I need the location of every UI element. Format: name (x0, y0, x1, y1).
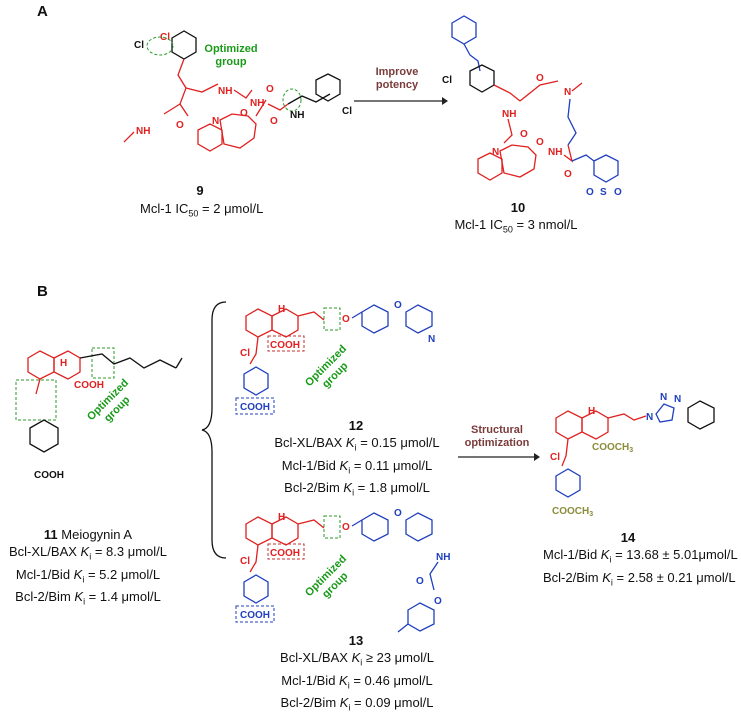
svg-text:N: N (564, 87, 571, 98)
activity-row: Bcl-XL/BAX Ki ≥ 23 μmol/L (280, 650, 434, 668)
svg-text:S: S (600, 187, 607, 198)
svg-text:O: O (536, 73, 544, 84)
improve-potency-arrow (354, 97, 448, 105)
svg-text:N: N (428, 334, 435, 345)
svg-text:COOH: COOH (270, 340, 300, 351)
activity-row: Bcl-2/Bim Ki = 2.58 ± 0.21 μmol/L (543, 569, 736, 588)
svg-text:O: O (270, 116, 278, 127)
compound-12-structure: H COOH O O N Cl COOH (235, 300, 435, 415)
activity-row: Mcl-1/Bid Ki = 13.68 ± 5.01μmol/L (543, 547, 738, 565)
compound-9-structure: Cl Cl O NH NH O N O NH O NH Cl (123, 30, 352, 152)
optimized-group-label-a: Optimized group (204, 43, 258, 68)
svg-text:Cl: Cl (240, 348, 250, 359)
svg-text:NH: NH (290, 110, 304, 121)
svg-text:O: O (520, 129, 528, 140)
activity-row: Bcl-2/Bim Ki = 0.09 μmol/L (280, 695, 434, 713)
compound-10-structure: Cl NH O N O N O NH O S O O (442, 15, 622, 198)
svg-text:O: O (342, 522, 350, 533)
svg-text:N: N (674, 394, 681, 405)
svg-text:NH: NH (436, 552, 450, 563)
svg-text:COOH: COOH (34, 470, 64, 481)
svg-text:O: O (342, 314, 350, 325)
svg-text:COOH: COOH (74, 380, 104, 391)
compound-9-ic50: Mcl-1 IC50 = 2 μmol/L (140, 201, 264, 219)
svg-text:O: O (266, 84, 274, 95)
svg-text:O: O (614, 187, 622, 198)
ester-label: COOCH3 (552, 506, 593, 518)
compound-13-activity: Bcl-XL/BAX Ki ≥ 23 μmol/L Mcl-1/Bid Ki =… (262, 649, 452, 717)
svg-text:O: O (536, 137, 544, 148)
svg-text:Cl: Cl (342, 106, 352, 117)
svg-text:NH: NH (502, 109, 516, 120)
compound-12-activity: Bcl-XL/BAX Ki = 0.15 μmol/L Mcl-1/Bid Ki… (262, 434, 452, 502)
svg-text:Cl: Cl (550, 452, 560, 463)
compound-11-activity: Bcl-XL/BAX Ki = 8.3 μmol/L Mcl-1/Bid Ki … (0, 543, 176, 611)
svg-text:N: N (492, 147, 499, 158)
structural-optimization-arrow (458, 453, 540, 461)
svg-text:N: N (660, 392, 667, 403)
svg-text:O: O (564, 169, 572, 180)
svg-text:COOH: COOH (240, 610, 270, 621)
svg-text:COOH: COOH (240, 402, 270, 413)
activity-row: Bcl-XL/BAX Ki = 8.3 μmol/L (9, 544, 167, 562)
ester-label: COOCH3 (592, 442, 633, 454)
svg-text:O: O (176, 120, 184, 131)
compound-12-number: 12 (348, 418, 364, 433)
svg-text:NH: NH (250, 98, 264, 109)
compound-10-ic50: Mcl-1 IC50 = 3 nmol/L (454, 217, 578, 235)
svg-text:O: O (240, 108, 248, 119)
svg-text:O: O (394, 300, 402, 311)
svg-text:NH: NH (548, 147, 562, 158)
improve-potency-label: Improve potency (375, 66, 419, 91)
svg-text:O: O (394, 508, 402, 519)
activity-row: Bcl-2/Bim Ki = 1.4 μmol/L (15, 589, 161, 607)
compound-14-structure: H COOCH3 N N N Cl COOCH3 (550, 392, 715, 518)
svg-text:O: O (416, 576, 424, 587)
activity-row: Mcl-1/Bid Ki = 5.2 μmol/L (15, 566, 161, 585)
svg-text:N: N (646, 412, 653, 423)
svg-text:O: O (434, 596, 442, 607)
compound-9-number: 9 (196, 183, 204, 198)
activity-row: Bcl-XL/BAX Ki = 0.15 μmol/L (274, 435, 440, 453)
compound-13-structure: H COOH O O NH O O Cl COOH (235, 508, 450, 633)
svg-text:Cl: Cl (442, 75, 452, 86)
compound-14-number: 14 (620, 530, 636, 545)
panel-b-label: B (37, 283, 48, 300)
compound-13-number: 13 (348, 633, 364, 648)
svg-text:H: H (278, 512, 285, 523)
svg-text:Cl: Cl (240, 556, 250, 567)
activity-row: Mcl-1/Bid Ki = 0.46 μmol/L (281, 672, 433, 691)
activity-row: Bcl-2/Bim Ki = 1.8 μmol/L (284, 480, 430, 498)
svg-text:H: H (60, 358, 67, 369)
chloro-label: Cl (134, 40, 144, 51)
svg-text:H: H (588, 406, 595, 417)
compound-14-activity: Mcl-1/Bid Ki = 13.68 ± 5.01μmol/L Bcl-2/… (543, 546, 738, 591)
svg-text:N: N (212, 116, 219, 127)
svg-text:COOH: COOH (270, 548, 300, 559)
activity-row: Mcl-1/Bid Ki = 0.11 μmol/L (281, 457, 433, 476)
panel-a-label: A (37, 3, 48, 20)
svg-text:NH: NH (136, 126, 150, 137)
compound-11-structure: H COOH COOH (15, 347, 183, 481)
compound-11-label: 11 Meiogynin A (43, 527, 133, 542)
grouping-brace (201, 301, 227, 559)
svg-text:NH: NH (218, 86, 232, 97)
compound-10-number: 10 (510, 200, 526, 215)
svg-text:H: H (278, 304, 285, 315)
structural-optimization-label: Structural optimization (464, 424, 530, 449)
svg-text:O: O (586, 187, 594, 198)
